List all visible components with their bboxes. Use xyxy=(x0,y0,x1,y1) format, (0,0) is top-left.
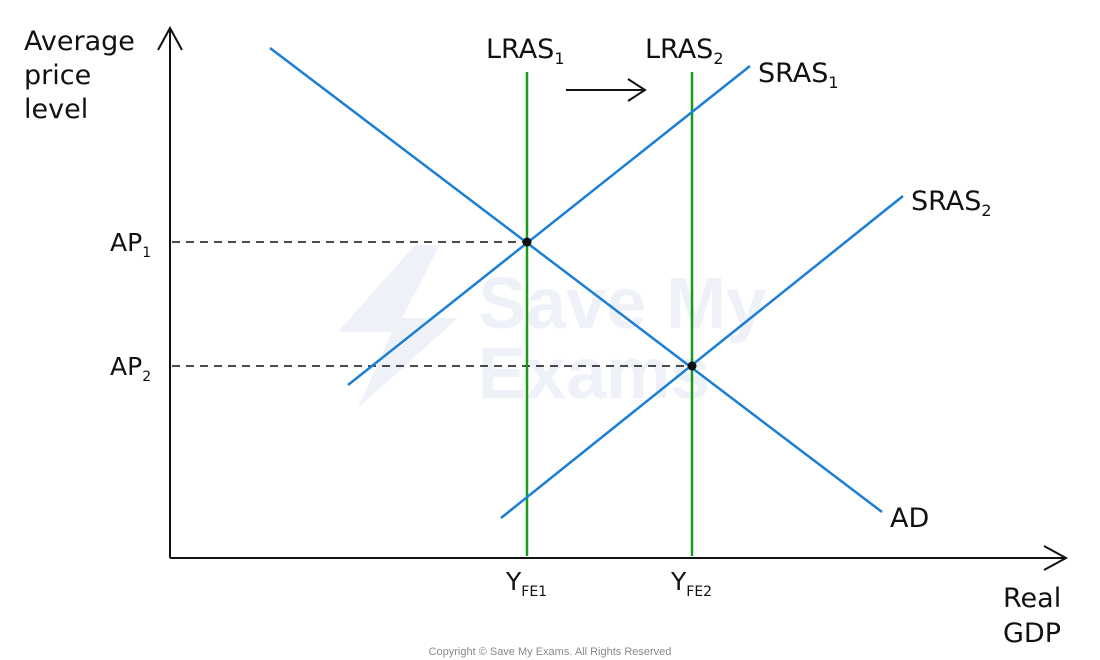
ap1-label-sub: 1 xyxy=(142,245,151,261)
lras2-label: LRAS2 xyxy=(645,34,724,68)
yfe1-label-sub: FE1 xyxy=(521,584,547,600)
x-axis-arrowhead xyxy=(1043,545,1069,571)
equilibrium-point-2 xyxy=(687,361,697,371)
equilibrium-point-1 xyxy=(522,237,532,247)
axes xyxy=(157,25,1069,571)
yfe2-label-sub: FE2 xyxy=(686,584,712,600)
lras1-label-sub: 1 xyxy=(554,49,564,68)
sras2-label-sub: 2 xyxy=(981,201,991,220)
yfe2-label: YFE2 xyxy=(670,567,712,600)
y-axis-label-line1: Average xyxy=(24,26,135,57)
shift-arrow-head xyxy=(627,78,647,102)
yfe1-label: YFE1 xyxy=(505,567,547,600)
x-axis-label-line2: GDP xyxy=(1003,618,1061,649)
watermark: Save My Exams xyxy=(338,245,766,414)
watermark-line1: Save My xyxy=(478,264,766,344)
sras2-line xyxy=(500,195,904,519)
sras1-line xyxy=(347,65,751,386)
lras1-label: LRAS1 xyxy=(486,34,565,68)
ad-line xyxy=(269,47,883,513)
y-axis-label: Average price level xyxy=(24,26,143,125)
y-axis-label-line3: level xyxy=(24,94,88,125)
shift-arrow xyxy=(566,78,647,102)
x-axis-label-line1: Real xyxy=(1003,583,1061,614)
copyright-notice: Copyright © Save My Exams. All Rights Re… xyxy=(429,646,672,658)
sras2-label: SRAS2 xyxy=(911,186,992,220)
sras1-label: SRAS1 xyxy=(758,58,839,92)
watermark-bolt-icon xyxy=(338,245,458,408)
lras2-label-sub: 2 xyxy=(713,49,723,68)
watermark-line2: Exams xyxy=(478,334,710,414)
sras1-label-sub: 1 xyxy=(828,73,838,92)
ad-label: AD xyxy=(890,503,929,534)
ap2-label: AP2 xyxy=(110,352,151,385)
ap1-label: AP1 xyxy=(110,228,151,261)
y-axis-label-line2: price xyxy=(24,60,91,91)
y-axis-arrowhead xyxy=(157,25,183,51)
ap2-label-sub: 2 xyxy=(142,369,151,385)
x-axis-label: Real GDP xyxy=(1003,583,1070,649)
